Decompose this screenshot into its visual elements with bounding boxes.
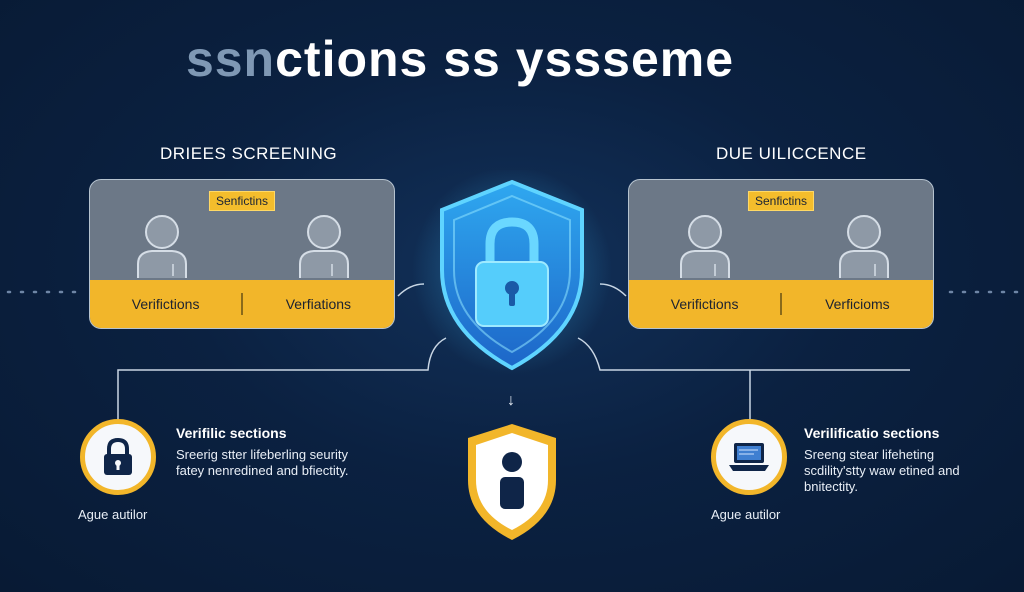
person-icon: [299, 215, 349, 278]
right-card-cell: Verficioms: [825, 296, 890, 312]
title-bright-part: ctions ss yssseme: [275, 31, 735, 87]
right-node-body: Sreeng stear lifeheting scdility'stty wa…: [804, 447, 960, 494]
down-arrow-icon: ↓: [507, 392, 515, 409]
left-node-body: Sreerig stter lifeberling seurity fatey …: [176, 447, 349, 478]
left-card-cell: Verfiations: [285, 296, 352, 312]
person-icon: [137, 215, 187, 278]
padlock-icon: [104, 437, 132, 475]
title-dim-part: ssn: [185, 31, 276, 87]
right-card-band: Verifictions Verficioms: [629, 280, 933, 328]
band-divider: [780, 293, 782, 315]
left-card-cell: Verifictions: [131, 296, 200, 312]
right-node-title: Verilificatio sections: [804, 425, 940, 441]
band-divider: [241, 293, 243, 315]
right-card-cell: Verifictions: [670, 296, 739, 312]
right-card-tag: Senfictins: [747, 191, 815, 211]
page-title: ssnctions ss yssseme: [0, 30, 920, 88]
left-section-heading: DRIEES SCREENING: [160, 144, 338, 163]
left-node-title: Verifilic sections: [176, 425, 287, 441]
padlock-shield-icon: [412, 170, 612, 374]
left-node-circle: [80, 419, 156, 495]
person-shield-icon: [468, 424, 556, 540]
right-node-circle: [711, 419, 787, 495]
person-icon: [839, 215, 889, 278]
right-diligence-card: Senfictins Verifictions Verficioms: [628, 179, 934, 329]
arrow-right-icon: [632, 287, 641, 299]
left-card-band: Verifictions Verfiations: [90, 280, 394, 328]
person-icon: [680, 215, 730, 278]
left-node-caption: Ague autilor: [78, 507, 148, 522]
right-node-caption: Ague autilor: [711, 507, 781, 522]
right-section-heading: DUE UILICCENCE: [716, 144, 867, 163]
laptop-icon: [729, 443, 769, 471]
arrow-left-icon: [382, 287, 391, 299]
left-screening-card: Senfictins Verifictions Verfiations: [89, 179, 395, 329]
left-card-tag: Senfictins: [208, 191, 276, 211]
